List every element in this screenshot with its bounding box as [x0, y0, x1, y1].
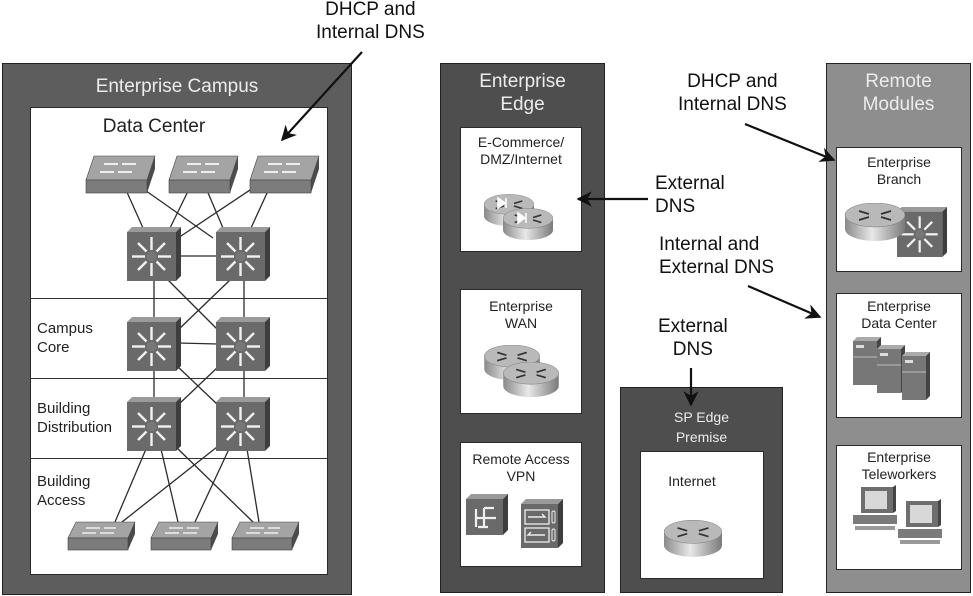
switch-icon [85, 155, 156, 194]
callout-dhcp-internal-dns-remote: DHCP and Internal DNS [678, 71, 787, 115]
arrow-to-dc-switch [280, 51, 363, 142]
internet-block: Internet [640, 451, 764, 579]
layer-divider [31, 378, 327, 379]
arrow-to-remote-dc [747, 284, 822, 319]
remote-title: Remote Modules [862, 71, 935, 115]
multilayer-switch-icon [216, 397, 270, 451]
enterprise-teleworkers-label: Enterprise Teleworkers [861, 449, 937, 482]
campus-title: Enterprise Campus [95, 76, 259, 97]
campus-core-label: Campus Core [37, 320, 93, 356]
pc-icon [853, 485, 897, 530]
edge-title: Enterprise Edge [479, 71, 566, 115]
callout-external-dns-edge: External DNS [655, 173, 725, 217]
remote-access-vpn-label: Remote Access VPN [472, 451, 570, 484]
building-access-label: Building Access [37, 473, 91, 509]
sp-edge-premise-module: SP Edge Premise Internet [620, 387, 783, 593]
layer-divider [31, 458, 327, 459]
enterprise-branch-label: Enterprise Branch [867, 154, 931, 187]
campus-inner-area: Data Center Campus Core Building Distrib… [30, 107, 328, 575]
enterprise-data-center-label: Enterprise Data Center [861, 298, 937, 331]
multilayer-switch-icon [127, 227, 181, 281]
firewall-icon [466, 494, 508, 535]
enterprise-wan-label: Enterprise WAN [489, 298, 553, 331]
content-switch-icon [484, 194, 553, 241]
enterprise-campus-module: Enterprise Campus Data Center Campus Cor… [2, 63, 352, 595]
callout-external-dns-sp: External DNS [658, 316, 728, 360]
router-icon [484, 345, 559, 398]
callout-internal-external-dns: Internal and External DNS [659, 234, 775, 278]
multilayer-switch-icon [127, 397, 181, 451]
building-distribution-label: Building Distribution [37, 400, 113, 436]
internet-label: Internet [668, 473, 716, 489]
switch-icon [168, 155, 239, 194]
callout-dhcp-internal-dns-campus: DHCP and Internal DNS [316, 0, 425, 43]
pc-icon [898, 499, 942, 544]
layer-divider [31, 298, 327, 299]
switch-icon [231, 521, 300, 551]
ecommerce-label: E-Commerce/ DMZ/Internet [477, 134, 565, 167]
server-icon [853, 337, 930, 400]
callout-arrows [280, 51, 836, 407]
multilayer-switch-icon [127, 317, 181, 371]
router-icon [844, 203, 906, 242]
arrow-to-branch [744, 122, 836, 162]
multilayer-switch-icon [216, 227, 270, 281]
vpn-concentrator-icon [521, 499, 563, 548]
router-icon [664, 520, 722, 558]
data-center-label: Data Center [102, 116, 206, 137]
switch-icon [67, 521, 136, 551]
sp-edge-title: SP Edge Premise [673, 409, 729, 445]
switch-icon [150, 521, 219, 551]
multilayer-switch-icon [216, 317, 270, 371]
switch-icon [249, 155, 320, 194]
